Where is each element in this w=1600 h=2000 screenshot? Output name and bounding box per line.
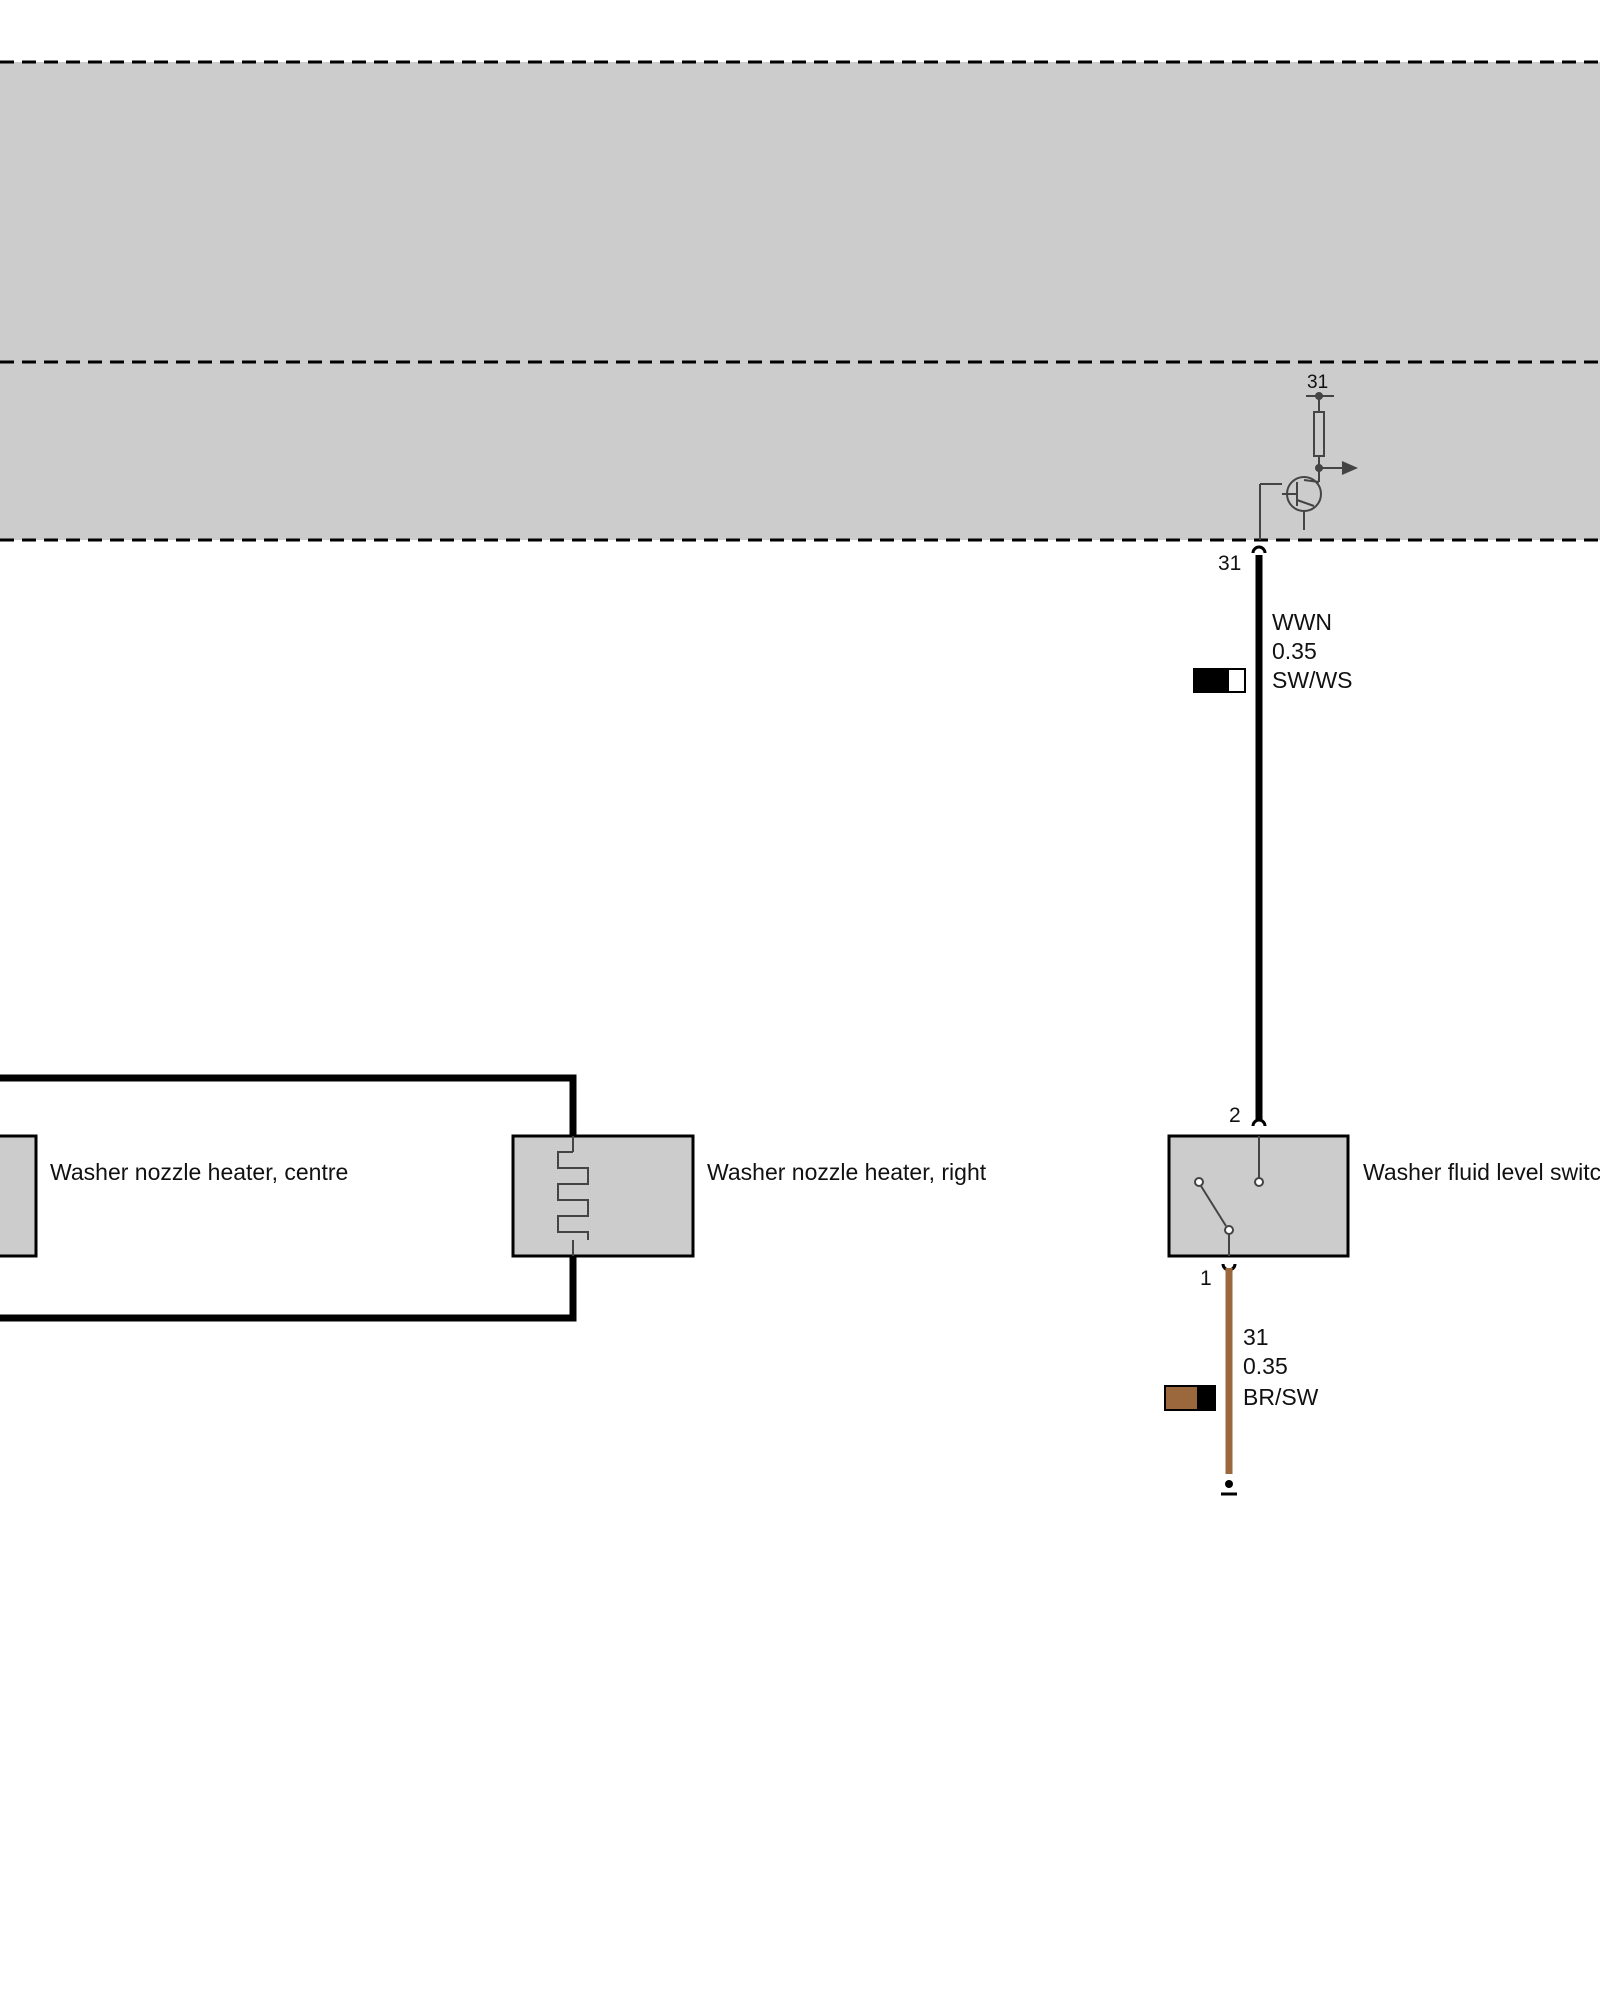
heater-centre-box bbox=[0, 1134, 38, 1258]
module-lower-section bbox=[0, 362, 1600, 540]
ground-icon bbox=[1221, 1480, 1237, 1496]
wire-wwn: 31 WWN 0.35 SW/WS bbox=[1193, 545, 1353, 1127]
connector-female-icon bbox=[1251, 545, 1267, 554]
module-ground-ref-label: 31 bbox=[1307, 372, 1328, 393]
wire-31-color-code: BR/SW bbox=[1243, 1384, 1319, 1410]
wire-wwn-signal: WWN bbox=[1272, 609, 1332, 635]
transistor-driver-icon bbox=[1259, 392, 1358, 540]
washer-fluid-level-switch: Washer fluid level switc 2 1 bbox=[1167, 1104, 1600, 1290]
wire-31: 31 0.35 BR/SW bbox=[1164, 1263, 1319, 1496]
wire-wwn-color-swatch bbox=[1193, 668, 1246, 693]
control-module: 31 bbox=[0, 60, 1600, 542]
heater-centre-label: Washer nozzle heater, centre bbox=[50, 1159, 348, 1185]
switch-pin-bottom: 1 bbox=[1200, 1267, 1212, 1290]
module-output-pin-label: 31 bbox=[1218, 552, 1241, 575]
module-upper-section bbox=[0, 62, 1600, 362]
heater-right: Washer nozzle heater, right bbox=[511, 1134, 987, 1258]
wire-wwn-size: 0.35 bbox=[1272, 638, 1317, 664]
wire-31-signal: 31 bbox=[1243, 1324, 1269, 1350]
heater-right-box bbox=[511, 1134, 695, 1258]
switch-label: Washer fluid level switc bbox=[1363, 1159, 1600, 1185]
wire-31-size: 0.35 bbox=[1243, 1353, 1288, 1379]
connector-female-icon bbox=[1251, 1118, 1267, 1127]
switch-icon bbox=[1194, 1136, 1264, 1256]
heater-centre: Washer nozzle heater, centre bbox=[0, 1134, 348, 1258]
heater-right-label: Washer nozzle heater, right bbox=[707, 1159, 987, 1185]
wire-31-color-swatch bbox=[1164, 1385, 1216, 1411]
wire-wwn-color-code: SW/WS bbox=[1272, 667, 1353, 693]
heater-element-icon bbox=[557, 1136, 589, 1256]
heater-loop-wire bbox=[0, 1074, 577, 1322]
switch-pin-top: 2 bbox=[1229, 1104, 1241, 1127]
